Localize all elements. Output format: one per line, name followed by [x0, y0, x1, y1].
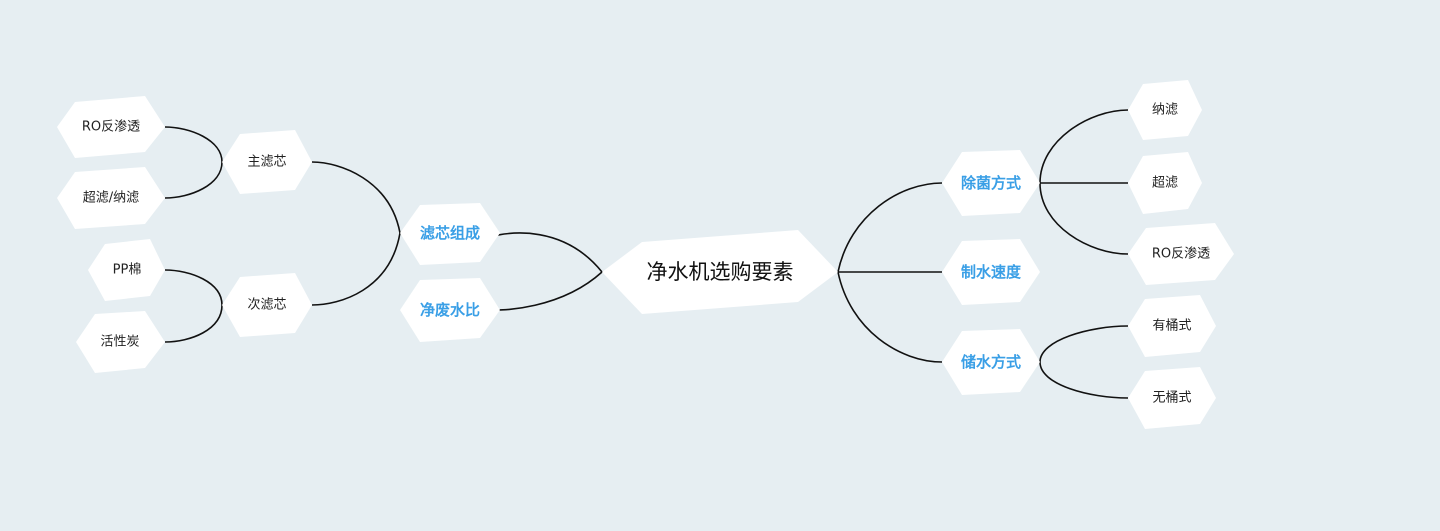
branch-label-storage-method: 储水方式	[961, 353, 1021, 371]
leaf-label-ro-left: RO反渗透	[82, 120, 140, 135]
leaf-label-ro-right: RO反渗透	[1152, 247, 1210, 262]
node-label-main-core: 主滤芯	[247, 155, 286, 170]
node-secondary-core[interactable]: 次滤芯	[222, 273, 312, 337]
leaf-label-uf-nf-left: 超滤/纳滤	[83, 191, 139, 206]
root-label: 净水机选购要素	[647, 260, 794, 284]
link-sterilization-ro	[1039, 182, 1129, 255]
branch-water-production-speed[interactable]: 制水速度	[942, 239, 1040, 305]
leaf-tankless-type[interactable]: 无桶式	[1128, 367, 1216, 429]
branch-sterilization-method[interactable]: 除菌方式	[942, 150, 1040, 216]
branch-filter-composition[interactable]: 滤芯组成	[400, 203, 500, 265]
link-storage-tankless	[1039, 361, 1129, 399]
link-secondary-core-pp	[164, 269, 223, 306]
root-node[interactable]: 净水机选购要素	[602, 230, 838, 314]
branch-label-water-production-speed: 制水速度	[961, 263, 1022, 281]
link-root-wastewater	[497, 271, 603, 311]
link-storage-tank	[1039, 325, 1129, 363]
leaf-label-ultrafiltration: 超滤	[1152, 176, 1178, 191]
link-main-core-ro	[164, 126, 223, 163]
leaf-activated-carbon[interactable]: 活性炭	[76, 311, 165, 373]
node-label-secondary-core: 次滤芯	[247, 297, 286, 313]
leaf-uf-nf-left[interactable]: 超滤/纳滤	[57, 167, 165, 229]
branch-label-waste-water-ratio: 净废水比	[420, 301, 480, 319]
branch-label-filter-composition: 滤芯组成	[420, 224, 480, 242]
leaf-nanofiltration[interactable]: 纳滤	[1128, 80, 1202, 140]
leaf-ro-right[interactable]: RO反渗透	[1128, 223, 1234, 285]
connector-lines	[164, 109, 1129, 399]
leaf-ro-left[interactable]: RO反渗透	[57, 96, 165, 158]
branch-storage-method[interactable]: 储水方式	[942, 329, 1040, 395]
leaf-pp-cotton[interactable]: PP棉	[88, 239, 165, 301]
link-secondary-core-carbon	[164, 304, 223, 343]
node-main-core[interactable]: 主滤芯	[222, 130, 312, 194]
leaf-label-pp-cotton: PP棉	[113, 263, 142, 278]
leaf-label-tankless-type: 无桶式	[1152, 391, 1191, 406]
link-root-sterilization	[837, 182, 943, 273]
leaf-ultrafiltration[interactable]: 超滤	[1128, 152, 1202, 214]
link-root-storage	[837, 271, 943, 363]
leaf-label-activated-carbon: 活性炭	[100, 335, 139, 350]
branch-label-sterilization-method: 除菌方式	[961, 174, 1021, 192]
link-root-filter	[497, 232, 603, 273]
link-sterilization-nf	[1039, 109, 1129, 184]
branch-waste-water-ratio[interactable]: 净废水比	[400, 278, 500, 342]
link-filter-main-core	[311, 161, 401, 234]
leaf-label-nanofiltration: 纳滤	[1152, 103, 1178, 118]
link-filter-secondary-core	[311, 232, 401, 306]
leaf-label-tank-type: 有桶式	[1152, 319, 1191, 334]
leaf-tank-type[interactable]: 有桶式	[1128, 295, 1216, 357]
link-main-core-uf	[164, 161, 223, 199]
